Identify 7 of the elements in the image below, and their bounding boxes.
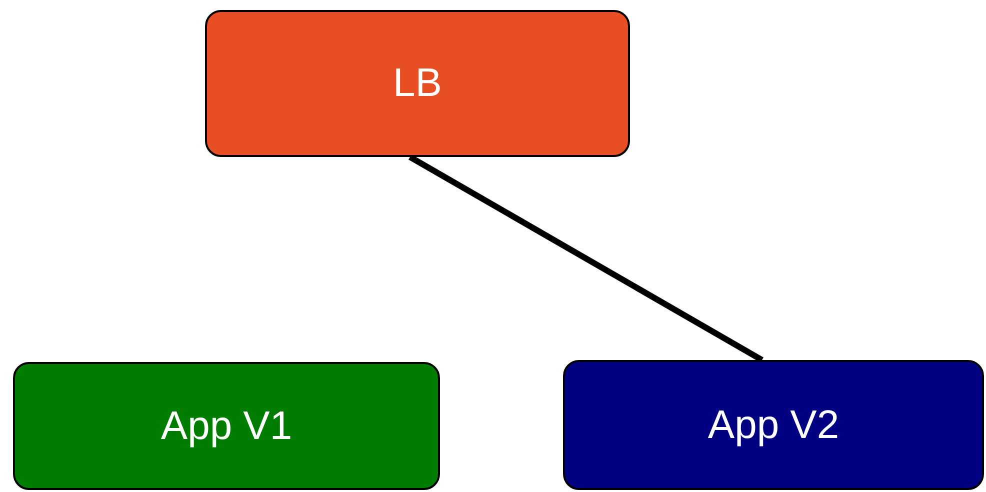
connector-line: [408, 154, 764, 363]
box-label: App V1: [160, 404, 292, 448]
process-box: [563, 360, 984, 490]
process-box: [13, 362, 440, 490]
box-label: LB: [393, 61, 442, 106]
box-label: App V2: [708, 402, 840, 448]
process-box: [205, 10, 630, 157]
